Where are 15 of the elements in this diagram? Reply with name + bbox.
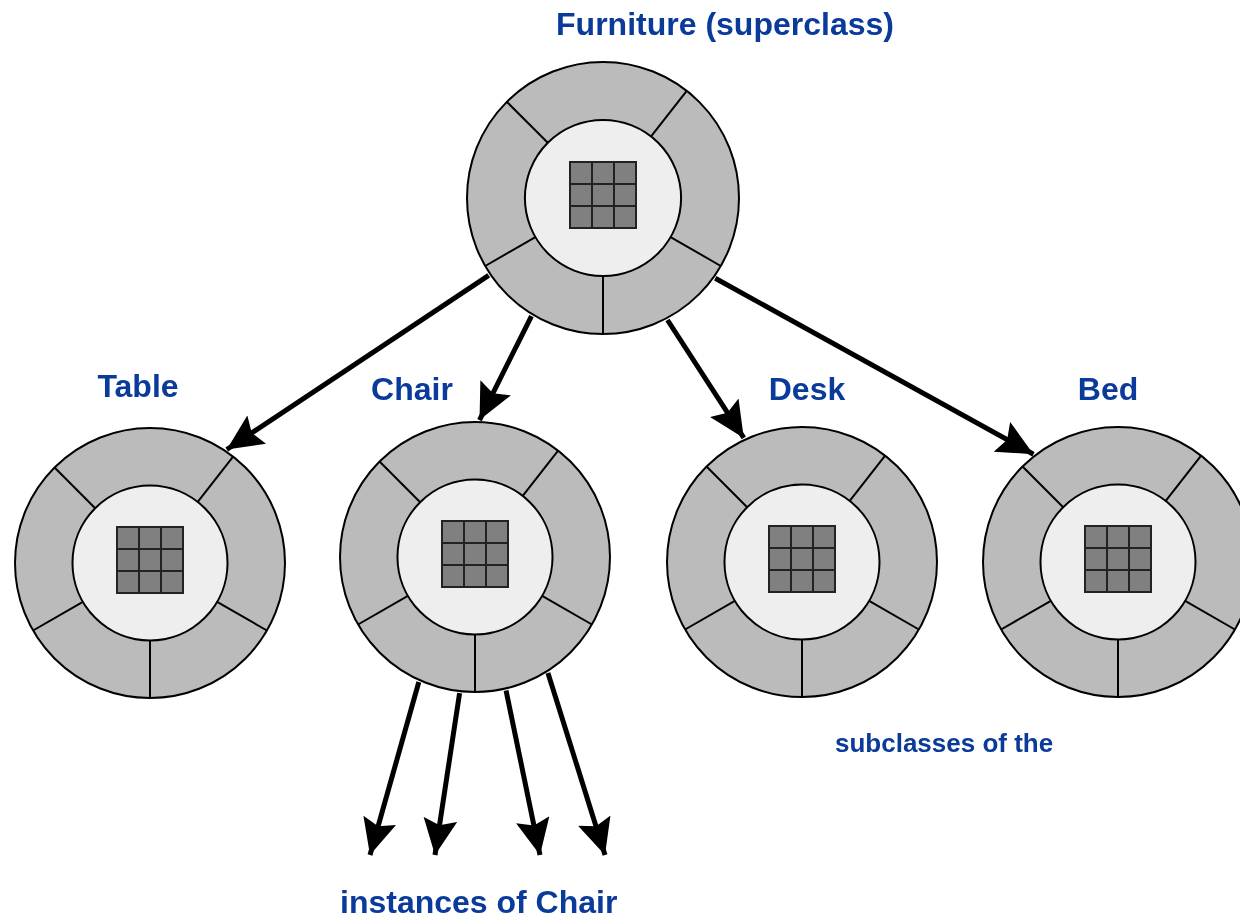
class-name: Desk — [768, 371, 846, 408]
arrow — [225, 273, 491, 452]
arrow — [665, 318, 746, 440]
class-name: Chair — [371, 371, 453, 408]
arrow — [363, 681, 422, 856]
arrow — [545, 672, 611, 856]
annotation-text: subclasses of the — [835, 728, 1054, 759]
arrow — [503, 689, 550, 856]
class-name: Table — [97, 368, 179, 405]
arrow — [477, 314, 534, 422]
arrow — [423, 692, 463, 856]
annotation-text: instances of Chair — [340, 884, 618, 921]
arrow — [714, 276, 1035, 457]
class-name: Bed — [1077, 371, 1139, 408]
class-name: Furniture (superclass) — [556, 6, 894, 43]
